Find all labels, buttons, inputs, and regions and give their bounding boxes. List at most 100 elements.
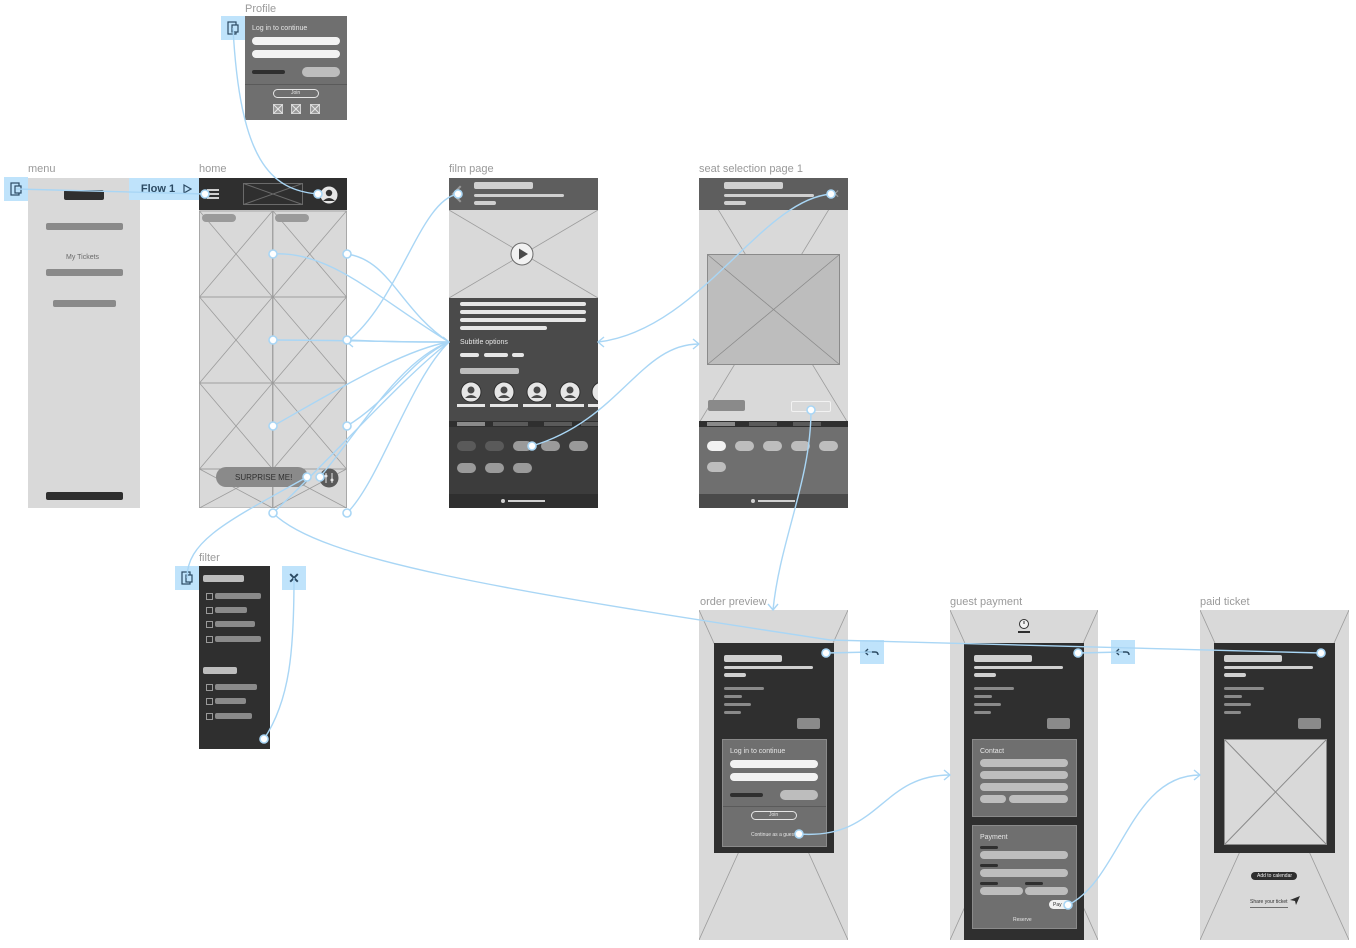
frame-label-seat-selection: seat selection page 1 (699, 163, 803, 175)
profile-social-icons[interactable] (273, 104, 321, 115)
profile-login-button[interactable] (302, 67, 340, 77)
connector-home-2 (346, 253, 450, 343)
showtime-chip[interactable] (791, 441, 810, 451)
ticket-detail-2 (1224, 695, 1242, 698)
showtime-chip[interactable] (457, 441, 476, 451)
order-login-prompt: Log in to continue (730, 748, 786, 755)
payment-meta-2 (974, 673, 996, 677)
film-subtitle-option-1[interactable] (460, 353, 479, 357)
order-username-field[interactable] (730, 760, 818, 768)
contact-field-b[interactable] (1009, 795, 1068, 803)
order-login-button[interactable] (780, 790, 818, 800)
guest-payment-frame: Contact Payment Pay Reserve (950, 610, 1098, 940)
filter-checkbox[interactable] (206, 713, 213, 720)
seat-continue-button[interactable] (791, 401, 831, 412)
close-icon: ✕ (288, 570, 300, 586)
menu-item-4[interactable] (53, 300, 116, 307)
card-label-3 (980, 882, 998, 885)
payment-card: Contact Payment Pay Reserve (964, 643, 1084, 940)
flow-starting-point[interactable]: Flow 1 (129, 178, 199, 200)
order-card: Log in to continue Join Continue as a gu… (714, 643, 834, 853)
card-number-field[interactable] (980, 851, 1068, 859)
device-icon-filter[interactable] (175, 566, 199, 590)
seat-showtimes (699, 427, 848, 494)
order-forgot-link[interactable] (730, 793, 763, 797)
send-icon[interactable] (1290, 896, 1300, 905)
contact-name-field[interactable] (980, 759, 1068, 767)
showtime-chip[interactable] (707, 441, 726, 451)
seat-ticket-count[interactable] (708, 400, 745, 411)
card-cvc-field[interactable] (1025, 887, 1068, 895)
showtime-chip[interactable] (819, 441, 838, 451)
order-password-field[interactable] (730, 773, 818, 781)
back-action-payment[interactable] (1111, 640, 1135, 664)
seat-map[interactable] (707, 254, 840, 365)
seat-selection-frame: ✕ (699, 178, 848, 508)
card-name-field[interactable] (980, 869, 1068, 877)
payment-detail-2 (974, 695, 992, 698)
film-cast-avatars[interactable] (456, 381, 598, 408)
filter-checkbox[interactable] (206, 684, 213, 691)
ticket-qr-placeholder (1224, 739, 1327, 845)
profile-frame[interactable]: Log in to continue Join (245, 16, 347, 120)
ticket-detail-1 (1224, 687, 1264, 690)
frame-label-profile: Profile (245, 3, 277, 15)
showtime-chip[interactable] (457, 463, 476, 473)
close-icon[interactable]: ✕ (830, 187, 841, 201)
film-subtitle-option-2[interactable] (484, 353, 508, 357)
showtime-chip[interactable] (513, 441, 532, 451)
showtime-chip[interactable] (763, 441, 782, 451)
showtime-chip[interactable] (707, 462, 726, 472)
ticket-title (1224, 655, 1282, 662)
add-calendar-button[interactable] (1251, 872, 1297, 880)
menu-item-3[interactable] (46, 269, 123, 276)
filter-checkbox[interactable] (206, 607, 213, 614)
contact-phone-field[interactable] (980, 783, 1068, 791)
film-subtitle-option-3[interactable] (512, 353, 524, 357)
frame-label-guest-payment: guest payment (950, 596, 1023, 608)
order-meta-2 (724, 673, 746, 677)
showtime-chip[interactable] (485, 441, 504, 451)
showtime-chip[interactable] (485, 463, 504, 473)
profile-password-field[interactable] (252, 50, 340, 58)
filter-checkbox[interactable] (206, 698, 213, 705)
showtime-chip[interactable] (735, 441, 754, 451)
order-detail-3 (724, 703, 751, 706)
profile-username-field[interactable] (252, 37, 340, 45)
card-expiry-field[interactable] (980, 887, 1023, 895)
showtime-chip[interactable] (513, 463, 532, 473)
home-poster-grid[interactable] (199, 178, 347, 508)
order-join-label: Join (769, 812, 779, 818)
device-icon-menu[interactable] (4, 177, 28, 201)
film-synopsis-2 (460, 310, 586, 314)
showtime-chip[interactable] (569, 441, 588, 451)
play-outline-icon (183, 184, 192, 194)
hamburger-icon[interactable] (207, 188, 219, 200)
profile-avatar-icon[interactable] (319, 185, 339, 205)
order-join-button[interactable] (751, 811, 797, 820)
reserve-link[interactable]: Reserve (1013, 917, 1032, 923)
share-ticket-link[interactable]: Share your ticket (1250, 899, 1288, 905)
home-category-chip-2[interactable] (275, 214, 309, 222)
filter-close-overlay[interactable]: ✕ (282, 566, 306, 590)
play-icon[interactable] (510, 242, 534, 266)
back-action-order[interactable] (860, 640, 884, 664)
payment-heading: Payment (980, 834, 1008, 841)
filter-icon[interactable] (319, 468, 339, 488)
filter-checkbox[interactable] (206, 621, 213, 628)
device-icon-profile[interactable] (221, 16, 245, 40)
filter-checkbox[interactable] (206, 593, 213, 600)
order-continue-guest[interactable]: Continue as a guest (751, 832, 796, 838)
order-meta-1 (724, 666, 813, 669)
frame-label-home: home (199, 163, 227, 175)
menu-footer-bar[interactable] (46, 492, 123, 500)
profile-forgot-link[interactable] (252, 70, 285, 74)
menu-item-1[interactable] (46, 223, 123, 230)
showtime-chip[interactable] (541, 441, 560, 451)
pay-button[interactable] (1049, 900, 1071, 909)
filter-checkbox[interactable] (206, 636, 213, 643)
menu-my-tickets[interactable]: My Tickets (66, 254, 100, 261)
home-category-chip-1[interactable] (202, 214, 236, 222)
contact-email-field[interactable] (980, 771, 1068, 779)
contact-field-a[interactable] (980, 795, 1006, 803)
